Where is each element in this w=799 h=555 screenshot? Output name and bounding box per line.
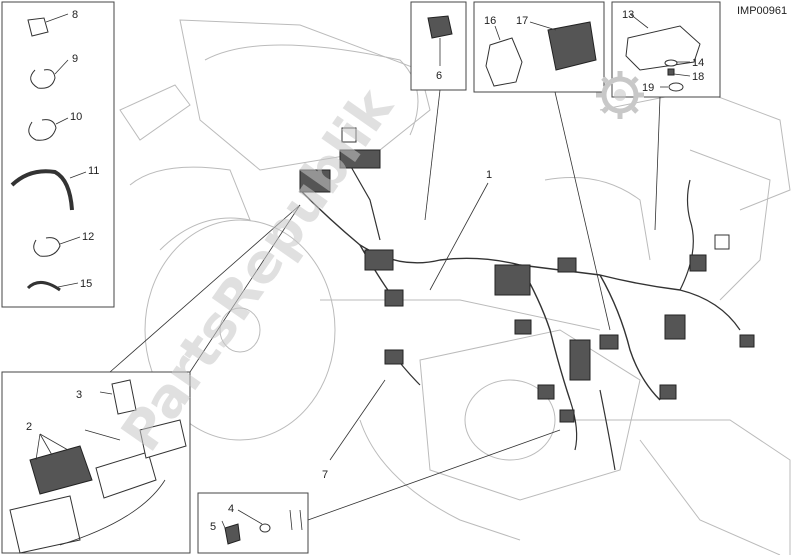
washer-part — [664, 59, 678, 67]
relay-box-part — [139, 419, 187, 459]
bolt-part — [224, 523, 241, 545]
callout-15: 15 — [80, 278, 92, 290]
callout-labels: 1 2 3 4 5 6 7 8 9 10 11 12 13 14 15 16 1… — [26, 9, 704, 533]
connector-part — [427, 15, 453, 39]
gear-watermark-icon — [596, 71, 644, 119]
callout-13: 13 — [622, 9, 634, 21]
cable-clamp-part — [28, 119, 57, 141]
cable-clamp-part — [30, 69, 56, 89]
grommet-part — [668, 82, 684, 92]
clip-part — [27, 17, 49, 37]
motorcycle-outline — [119, 19, 791, 555]
callout-11: 11 — [88, 165, 99, 177]
callout-1: 1 — [486, 169, 492, 181]
nut-part — [667, 68, 675, 76]
fuse-part — [111, 379, 137, 415]
fuse-box-part — [9, 495, 81, 554]
parts-2-3-box — [1, 204, 301, 554]
callout-12: 12 — [82, 231, 94, 243]
callout-4: 4 — [228, 503, 234, 515]
callout-14: 14 — [692, 57, 704, 69]
clamp-part — [33, 237, 61, 257]
callout-5: 5 — [210, 521, 216, 533]
left-parts-box — [1, 1, 115, 308]
relay-part — [29, 445, 93, 495]
holder-part — [485, 37, 523, 87]
band-part — [26, 281, 61, 292]
parts-13-14-18-19-box — [611, 1, 721, 231]
callout-8: 8 — [72, 9, 78, 21]
callout-10: 10 — [70, 111, 82, 123]
callout-7: 7 — [322, 469, 328, 481]
callout-19: 19 — [642, 82, 654, 94]
reference-code: IMP00961 — [737, 5, 787, 17]
callout-9: 9 — [72, 53, 78, 65]
callout-2: 2 — [26, 421, 32, 433]
wiring-harness — [299, 127, 755, 471]
callout-6: 6 — [436, 70, 442, 82]
watermark-text: PartsRepublik — [109, 76, 406, 462]
part-6-box — [410, 1, 467, 221]
callout-16: 16 — [484, 15, 496, 27]
callout-17: 17 — [516, 15, 528, 27]
leader-1 — [429, 182, 489, 291]
strap-part — [10, 169, 74, 211]
relay-box-part — [547, 21, 597, 71]
parts-4-5-box — [197, 429, 561, 554]
relay-box-part — [95, 451, 157, 499]
control-unit-part — [625, 25, 701, 71]
leader-7 — [329, 379, 386, 461]
callout-3: 3 — [76, 389, 82, 401]
parts-16-17-box — [473, 1, 611, 331]
callout-18: 18 — [692, 71, 704, 83]
washer-part — [259, 523, 271, 533]
